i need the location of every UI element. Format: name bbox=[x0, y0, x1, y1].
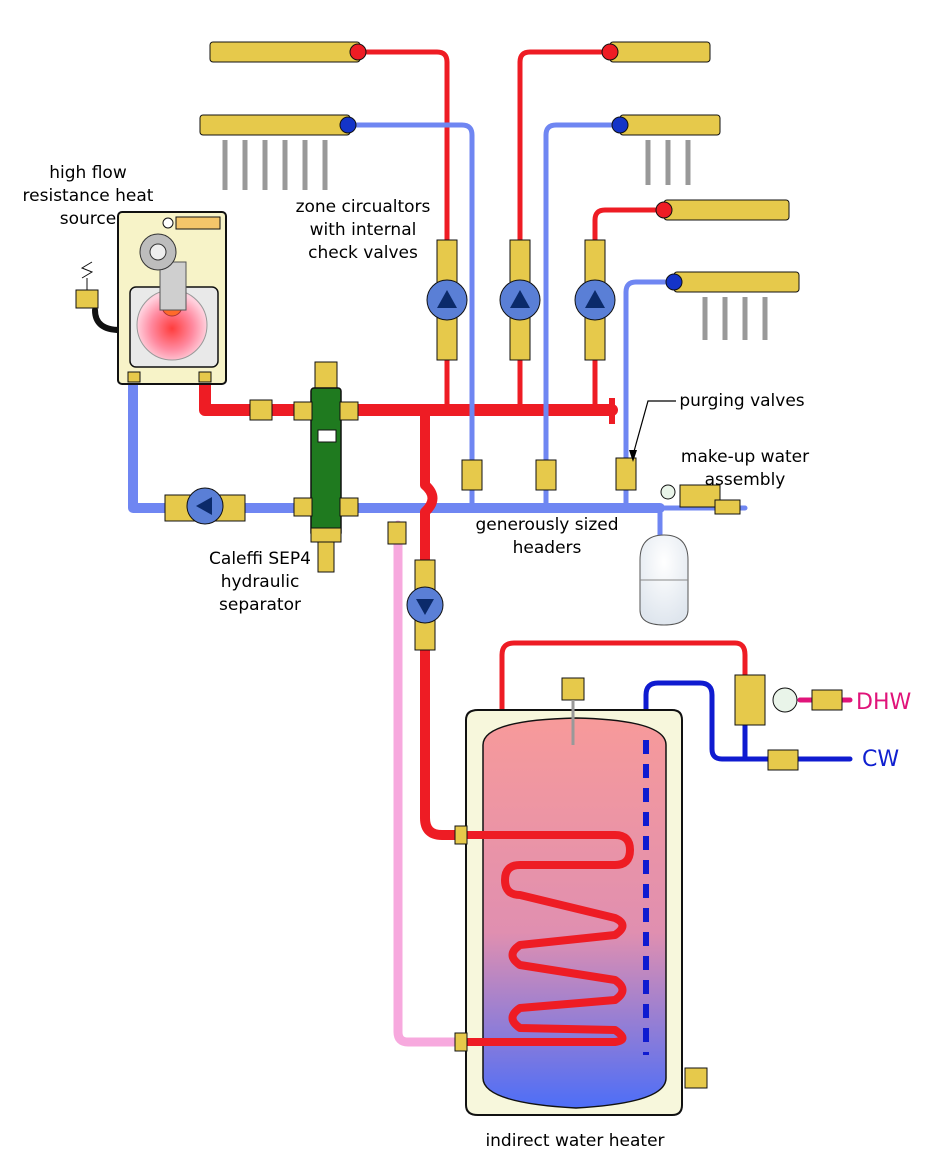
tank-return-pipe bbox=[393, 520, 468, 1047]
expansion-tank bbox=[639, 534, 689, 626]
zone3-supply-pipe bbox=[592, 207, 665, 413]
label-makeup-water: make-up water assembly bbox=[680, 447, 810, 490]
manifolds bbox=[199, 41, 800, 340]
makeup-water-assembly bbox=[657, 484, 741, 535]
zone2-supply-pipe bbox=[517, 49, 611, 413]
boiler-circulator bbox=[164, 399, 273, 525]
indirect-water-heater bbox=[454, 677, 708, 1116]
label-purging-valves: purging valves bbox=[679, 391, 805, 411]
label-cw: CW bbox=[862, 747, 900, 772]
label-heat-source: high flow resistance heat source bbox=[22, 163, 154, 229]
label-dhw: DHW bbox=[856, 690, 912, 715]
label-separator: Caleffi SEP4 hydraulic separator bbox=[209, 549, 311, 615]
zone-circulators bbox=[406, 239, 616, 651]
tank-hot-outlet-pipe bbox=[499, 640, 748, 751]
dhw-mixing-valve bbox=[734, 674, 843, 726]
tank-supply-pipe bbox=[420, 405, 470, 840]
purging-valves bbox=[387, 457, 637, 545]
zone1-supply-pipe bbox=[362, 49, 450, 413]
zone3-return-pipe bbox=[623, 279, 675, 511]
heat-exchanger-coil bbox=[463, 831, 634, 1046]
return-header-pipe bbox=[128, 365, 665, 513]
boiler-flue-pipe bbox=[92, 307, 123, 333]
hydraulic-separator bbox=[293, 361, 359, 573]
label-headers: generously sized headers bbox=[475, 515, 619, 558]
supply-header-pipe bbox=[199, 376, 618, 416]
cold-inlet-pipe bbox=[643, 680, 853, 763]
drain-valve bbox=[684, 1067, 708, 1089]
cold-water-valve bbox=[767, 749, 799, 771]
label-zone-circulators: zone circualtors with internal check val… bbox=[295, 197, 431, 263]
heat-source-boiler bbox=[75, 211, 227, 385]
zone2-return-pipe bbox=[543, 122, 621, 511]
label-water-heater: indirect water heater bbox=[485, 1131, 665, 1151]
zone1-return-pipe bbox=[352, 122, 475, 511]
